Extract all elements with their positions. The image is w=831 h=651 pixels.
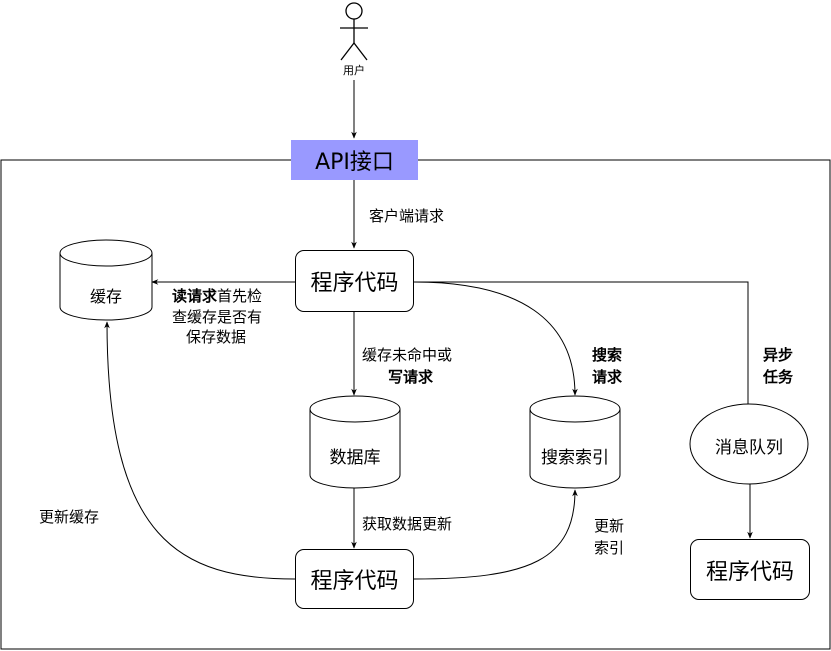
code-box-bottom: 程序代码 [295,549,414,609]
edge-label-async-line1: 异步 [763,346,794,364]
message-queue-ellipse [689,403,809,485]
edge-label-read-request-line2: 查缓存是否有 [172,308,263,326]
edge-code-search [413,281,578,396]
code-box-bottom-label: 程序代码 [310,569,399,594]
code-box-top: 程序代码 [295,250,414,312]
edge-label-search-request-line2: 请求 [592,368,623,386]
message-queue-label: 消息队列 [715,438,783,458]
database-cylinder [309,395,401,489]
edge-update-index [413,489,578,580]
edge-label-update-cache: 更新缓存 [39,508,100,526]
edge-label-cache-miss-line2: 写请求 [388,368,434,386]
user-actor-icon [340,2,368,61]
edge-label-read-request-line3: 保存数据 [186,328,247,346]
search-index-cylinder [529,395,621,489]
edge-label-fetch-update: 获取数据更新 [362,515,453,533]
api-interface-box: API接口 [291,140,418,180]
edge-update-cache [104,321,296,580]
cache-label: 缓存 [89,287,122,306]
code-box-right: 程序代码 [690,539,810,600]
database-label: 数据库 [329,448,381,468]
edge-label-read-request-bold: 读请求 [172,287,218,305]
edge-label-cache-miss-line1: 缓存未命中或 [362,346,453,364]
edge-label-search-request-line1: 搜索 [592,346,623,364]
code-box-right-label: 程序代码 [705,559,794,585]
cache-cylinder [59,239,153,321]
user-label: 用户 [343,64,365,77]
edge-label-read-request-line1: 读请求首先检 [172,286,262,306]
edge-label-async-line2: 任务 [763,368,794,386]
code-box-top-label: 程序代码 [310,271,399,296]
edge-label-read-request-rest: 首先检 [217,287,263,305]
edge-label-update-index-line2: 索引 [594,539,625,557]
edge-code-queue [414,281,751,415]
edge-label-update-index-line1: 更新 [594,517,625,535]
search-index-label: 搜索索引 [541,448,609,468]
edge-label-client-request: 客户端请求 [369,207,445,225]
api-interface-label: API接口 [315,150,394,175]
